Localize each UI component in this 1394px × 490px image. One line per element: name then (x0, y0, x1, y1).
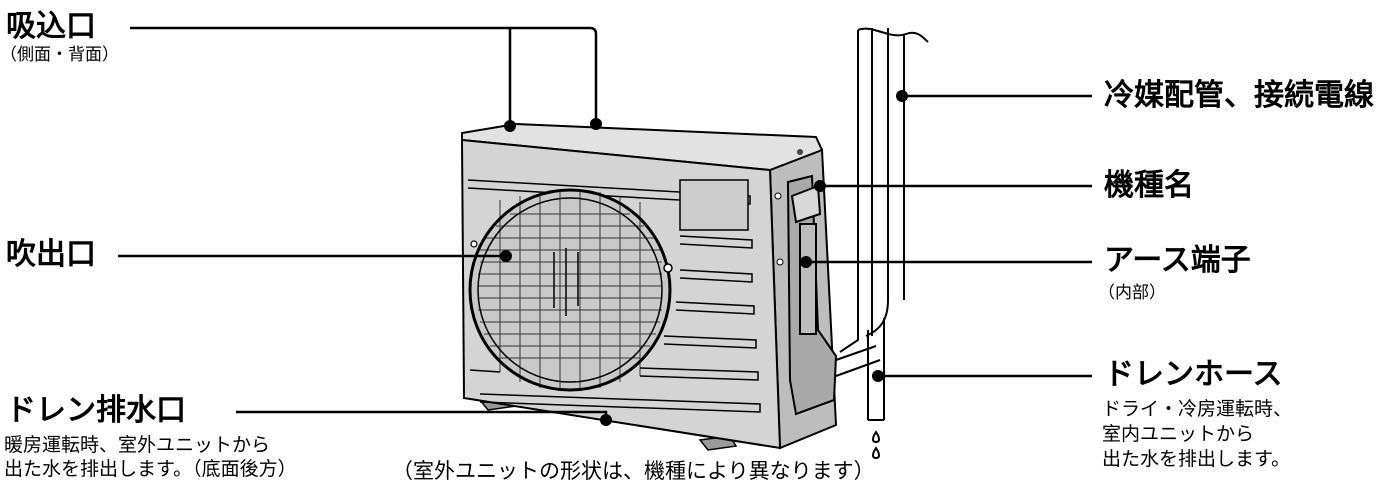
drain-outlet-label: ドレン排水口 (6, 393, 186, 428)
drain-hose (867, 318, 885, 460)
fan-guard (468, 188, 673, 392)
drain-hose-desc-1: ドライ・冷房運転時、 (1102, 398, 1293, 420)
leader-dots (500, 90, 908, 426)
drain-outlet-desc-2: 出た水を排出します。（底面後方） (4, 458, 297, 480)
drain-hose-desc-3: 出た水を排出します。 (1102, 448, 1291, 470)
earth-terminal-label: アース端子 (1104, 243, 1251, 278)
outlet-label: 吹出口 (6, 237, 96, 272)
drain-hose-desc-2: 室内ユニットから (1102, 423, 1255, 445)
model-name-label: 機種名 (1104, 168, 1194, 203)
shape-caption: （室外ユニットの形状は、機種により異なります） (392, 459, 875, 483)
intake-label: 吸込口 (6, 9, 96, 44)
drain-hose-label: ドレンホース (1104, 357, 1283, 392)
intake-sublabel: （側面・背面） (0, 45, 119, 65)
drain-outlet-desc-1: 暖房運転時、室外ユニットから (4, 434, 271, 456)
front-slats (467, 179, 761, 413)
front-panel-inset (679, 179, 749, 231)
leader-lines (118, 26, 1092, 420)
terminal-cover (774, 174, 838, 416)
refrigerant-piping (835, 27, 929, 377)
piping-label: 冷媒配管、接続電線 (1104, 78, 1374, 113)
earth-terminal-sublabel: （内部） (1098, 283, 1166, 303)
